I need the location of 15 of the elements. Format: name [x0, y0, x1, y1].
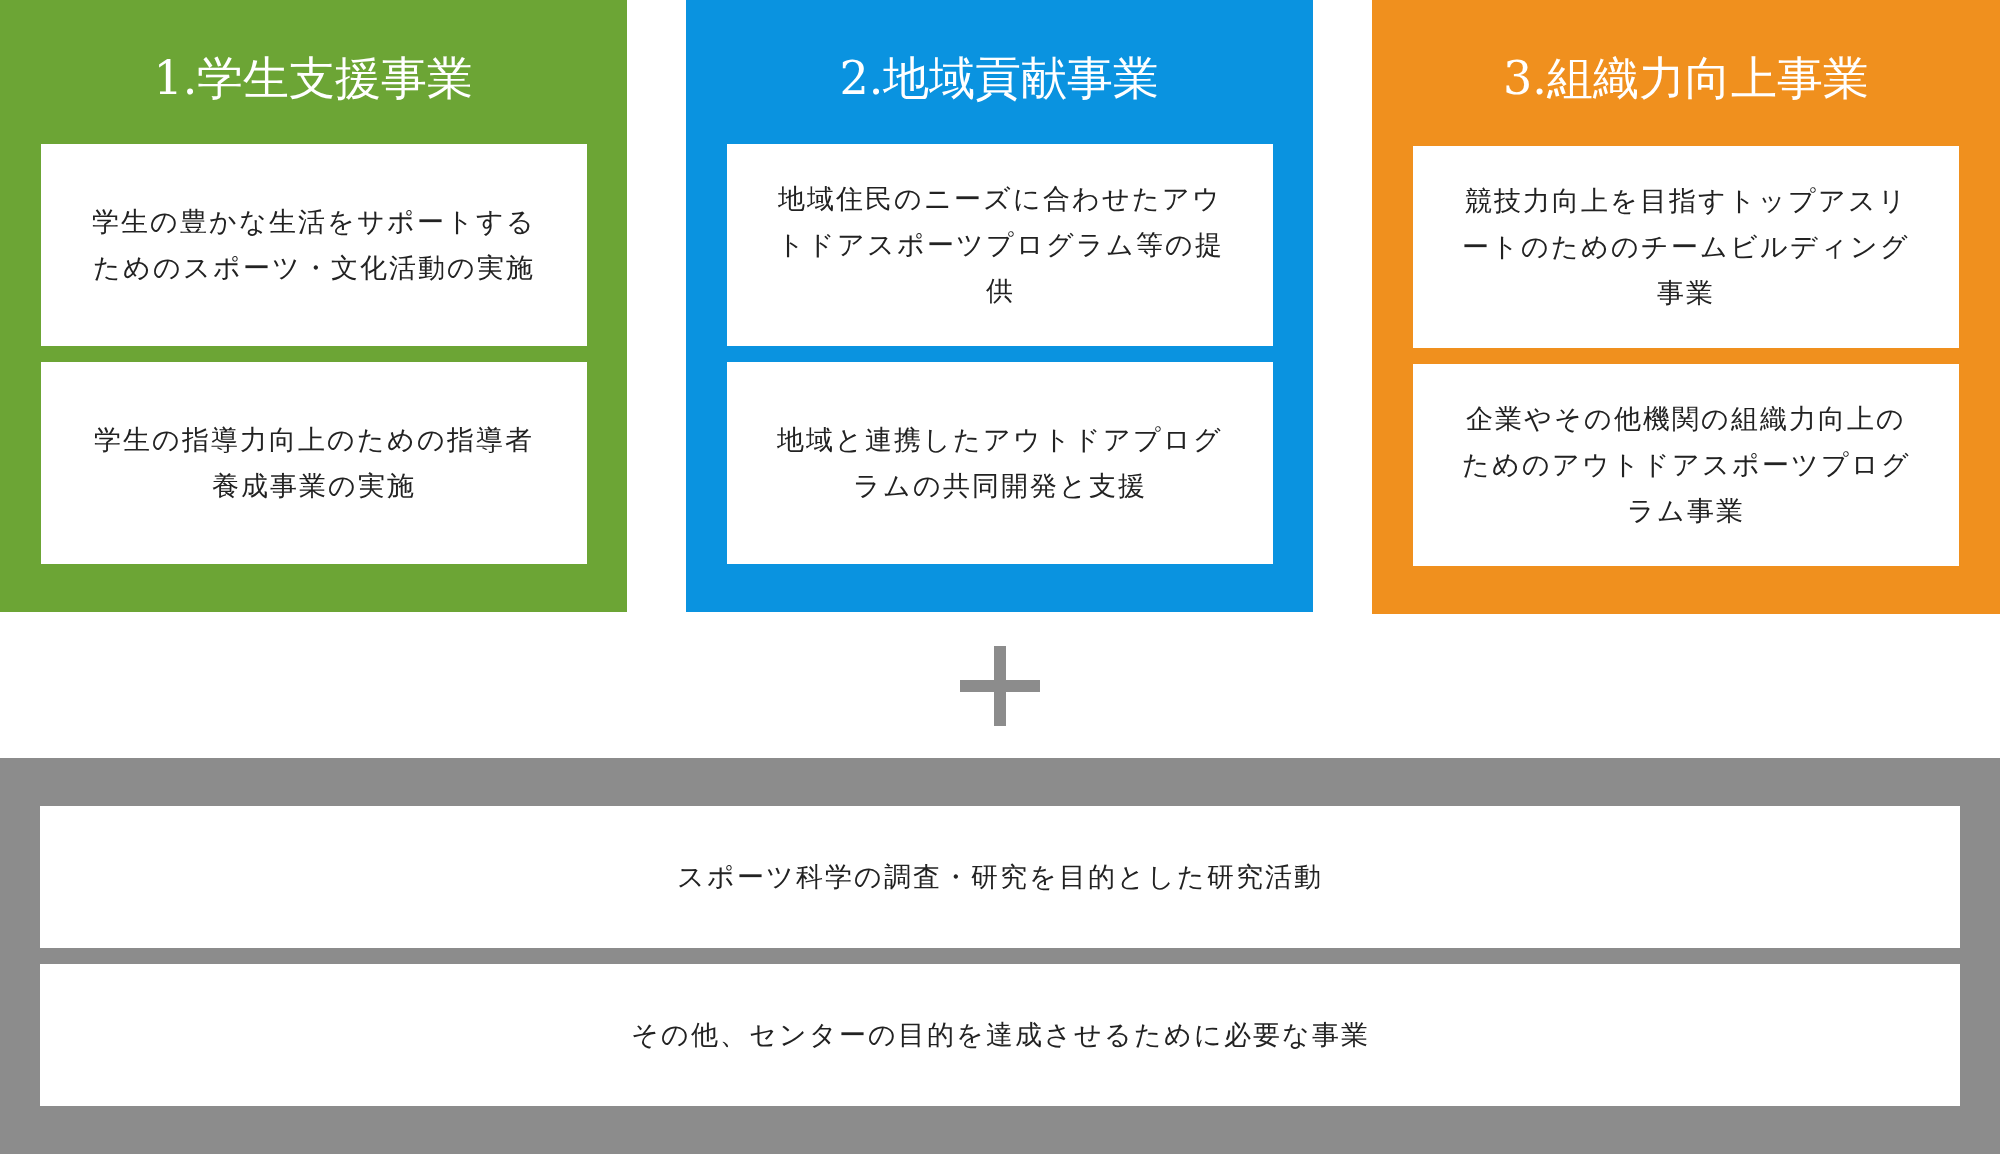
panel-heading: 3.組織力向上事業 [1502, 50, 1870, 107]
item-box: 地域と連携したアウトドアプログラムの共同開発と支援 [727, 362, 1273, 564]
item-box: 学生の指導力向上のための指導者養成事業の実施 [41, 362, 587, 564]
common-panel [0, 758, 2000, 1154]
item-box: その他、センターの目的を達成させるために必要な事業 [40, 964, 1960, 1106]
category-panel [686, 0, 1313, 612]
category-panel [0, 0, 627, 612]
item-box: 学生の豊かな生活をサポートするためのスポーツ・文化活動の実施 [41, 144, 587, 346]
item-box: スポーツ科学の調査・研究を目的とした研究活動 [40, 806, 1960, 948]
item-box: 企業やその他機関の組織力向上のためのアウトドアスポーツプログラム事業 [1413, 364, 1959, 566]
item-box: 競技力向上を目指すトップアスリートのためのチームビルディング事業 [1413, 146, 1959, 348]
item-box: 地域住民のニーズに合わせたアウトドアスポーツプログラム等の提供 [727, 144, 1273, 346]
panel-heading: 2.地域貢献事業 [838, 50, 1161, 107]
category-panel [1372, 0, 2000, 614]
panel-heading: 1.学生支援事業 [152, 50, 475, 107]
